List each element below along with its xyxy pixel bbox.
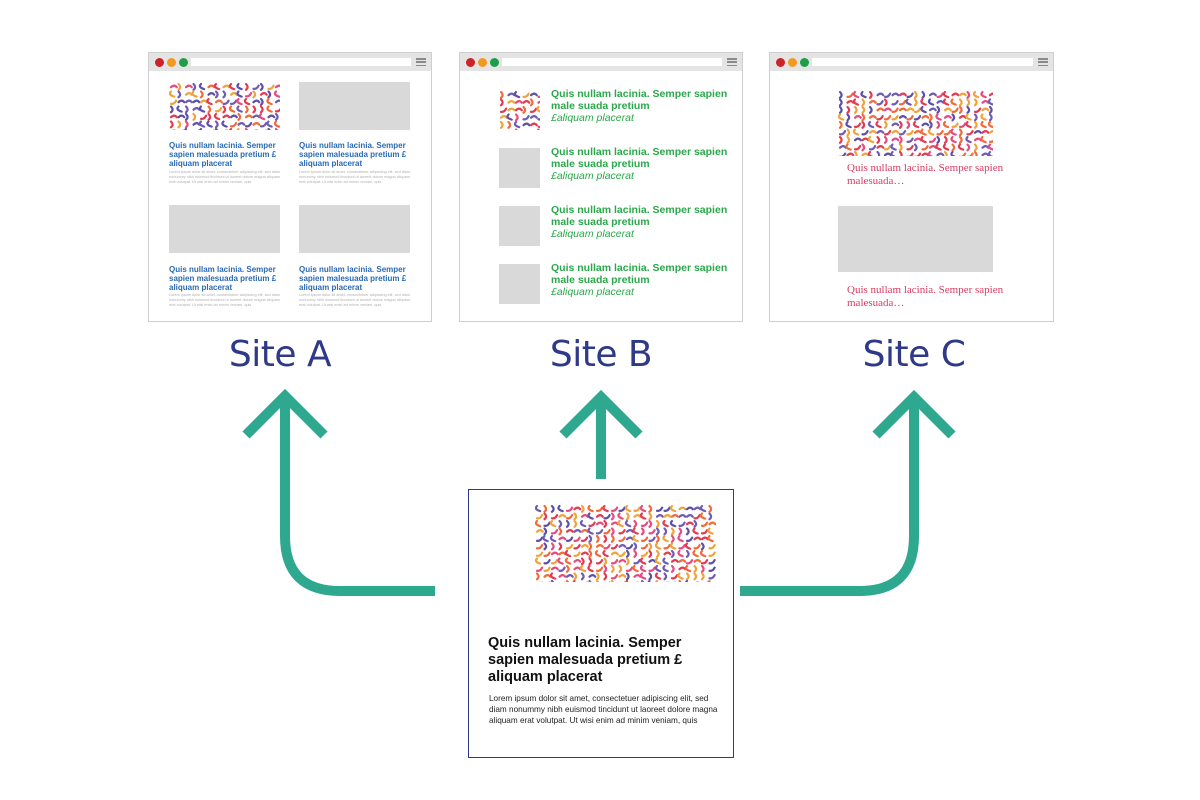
browser-toolbar	[149, 53, 431, 71]
image-placeholder	[299, 82, 410, 130]
arrow-to-site-a	[280, 400, 435, 596]
list-item-subtitle: £aliquam placerat	[551, 228, 634, 240]
site-a-label: Site A	[228, 334, 332, 375]
image-placeholder	[499, 148, 540, 188]
close-dot-icon	[155, 58, 164, 67]
article-title: Quis nullam lacinia. Semper sapien males…	[299, 265, 407, 292]
address-bar	[191, 58, 411, 66]
browser-window-site-b: Quis nullam lacinia. Semper sapien male …	[459, 52, 743, 322]
article-body: Lorem ipsum dolor sit amet, consectetuer…	[299, 170, 411, 185]
article-title: Quis nullam lacinia. Semper sapien males…	[169, 141, 277, 168]
minimize-dot-icon	[788, 58, 797, 67]
arrow-to-site-c-head	[872, 389, 956, 439]
source-content-card: Quis nullam lacinia. Semper sapien males…	[468, 489, 734, 758]
maximize-dot-icon	[490, 58, 499, 67]
minimize-dot-icon	[478, 58, 487, 67]
arrow-to-site-b-head	[559, 389, 643, 439]
article-body: Lorem ipsum dolor sit amet, consectetuer…	[169, 293, 281, 308]
list-item-title: Quis nullam lacinia. Semper sapien male …	[551, 88, 731, 124]
article-body: Lorem ipsum dolor sit amet, consectetuer…	[169, 170, 281, 185]
list-item-title: Quis nullam lacinia. Semper sapien male …	[551, 204, 731, 240]
article-title: Quis nullam lacinia. Semper sapien males…	[847, 162, 1004, 187]
site-c-label: Site C	[862, 334, 966, 375]
site-b-label: Site B	[549, 334, 653, 375]
article-body: Lorem ipsum dolor sit amet, consectetuer…	[299, 293, 411, 308]
article-title: Quis nullam lacinia. Semper sapien males…	[299, 141, 407, 168]
maximize-dot-icon	[800, 58, 809, 67]
hamburger-menu-icon	[727, 58, 737, 67]
address-bar	[812, 58, 1033, 66]
article-title: Quis nullam lacinia. Semper sapien males…	[169, 265, 277, 292]
close-dot-icon	[466, 58, 475, 67]
maximize-dot-icon	[179, 58, 188, 67]
browser-toolbar	[770, 53, 1053, 71]
image-placeholder	[499, 206, 540, 246]
source-body: Lorem ipsum dolor sit amet, consectetuer…	[489, 694, 718, 726]
list-item-title: Quis nullam lacinia. Semper sapien male …	[551, 146, 731, 182]
minimize-dot-icon	[167, 58, 176, 67]
address-bar	[502, 58, 722, 66]
image-placeholder	[299, 205, 410, 253]
close-dot-icon	[776, 58, 785, 67]
list-item-title: Quis nullam lacinia. Semper sapien male …	[551, 262, 731, 298]
source-title: Quis nullam lacinia. Semper sapien males…	[488, 635, 683, 685]
browser-window-site-c: Quis nullam lacinia. Semper sapien males…	[769, 52, 1054, 322]
hamburger-menu-icon	[416, 58, 426, 67]
article-title: Quis nullam lacinia. Semper sapien males…	[847, 284, 1004, 309]
image-placeholder	[838, 206, 993, 272]
image-placeholder	[169, 205, 280, 253]
pattern-image	[169, 82, 280, 130]
arrow-to-site-a-head	[242, 388, 328, 439]
image-placeholder	[499, 264, 540, 304]
list-item-subtitle: £aliquam placerat	[551, 112, 634, 124]
pattern-image	[499, 90, 540, 130]
arrow-to-site-c	[740, 400, 919, 596]
browser-window-site-a: Quis nullam lacinia. Semper sapien males…	[148, 52, 432, 322]
browser-toolbar	[460, 53, 742, 71]
pattern-image	[838, 90, 993, 156]
list-item-subtitle: £aliquam placerat	[551, 170, 634, 182]
pattern-image	[535, 504, 716, 582]
list-item-subtitle: £aliquam placerat	[551, 286, 634, 298]
hamburger-menu-icon	[1038, 58, 1048, 67]
